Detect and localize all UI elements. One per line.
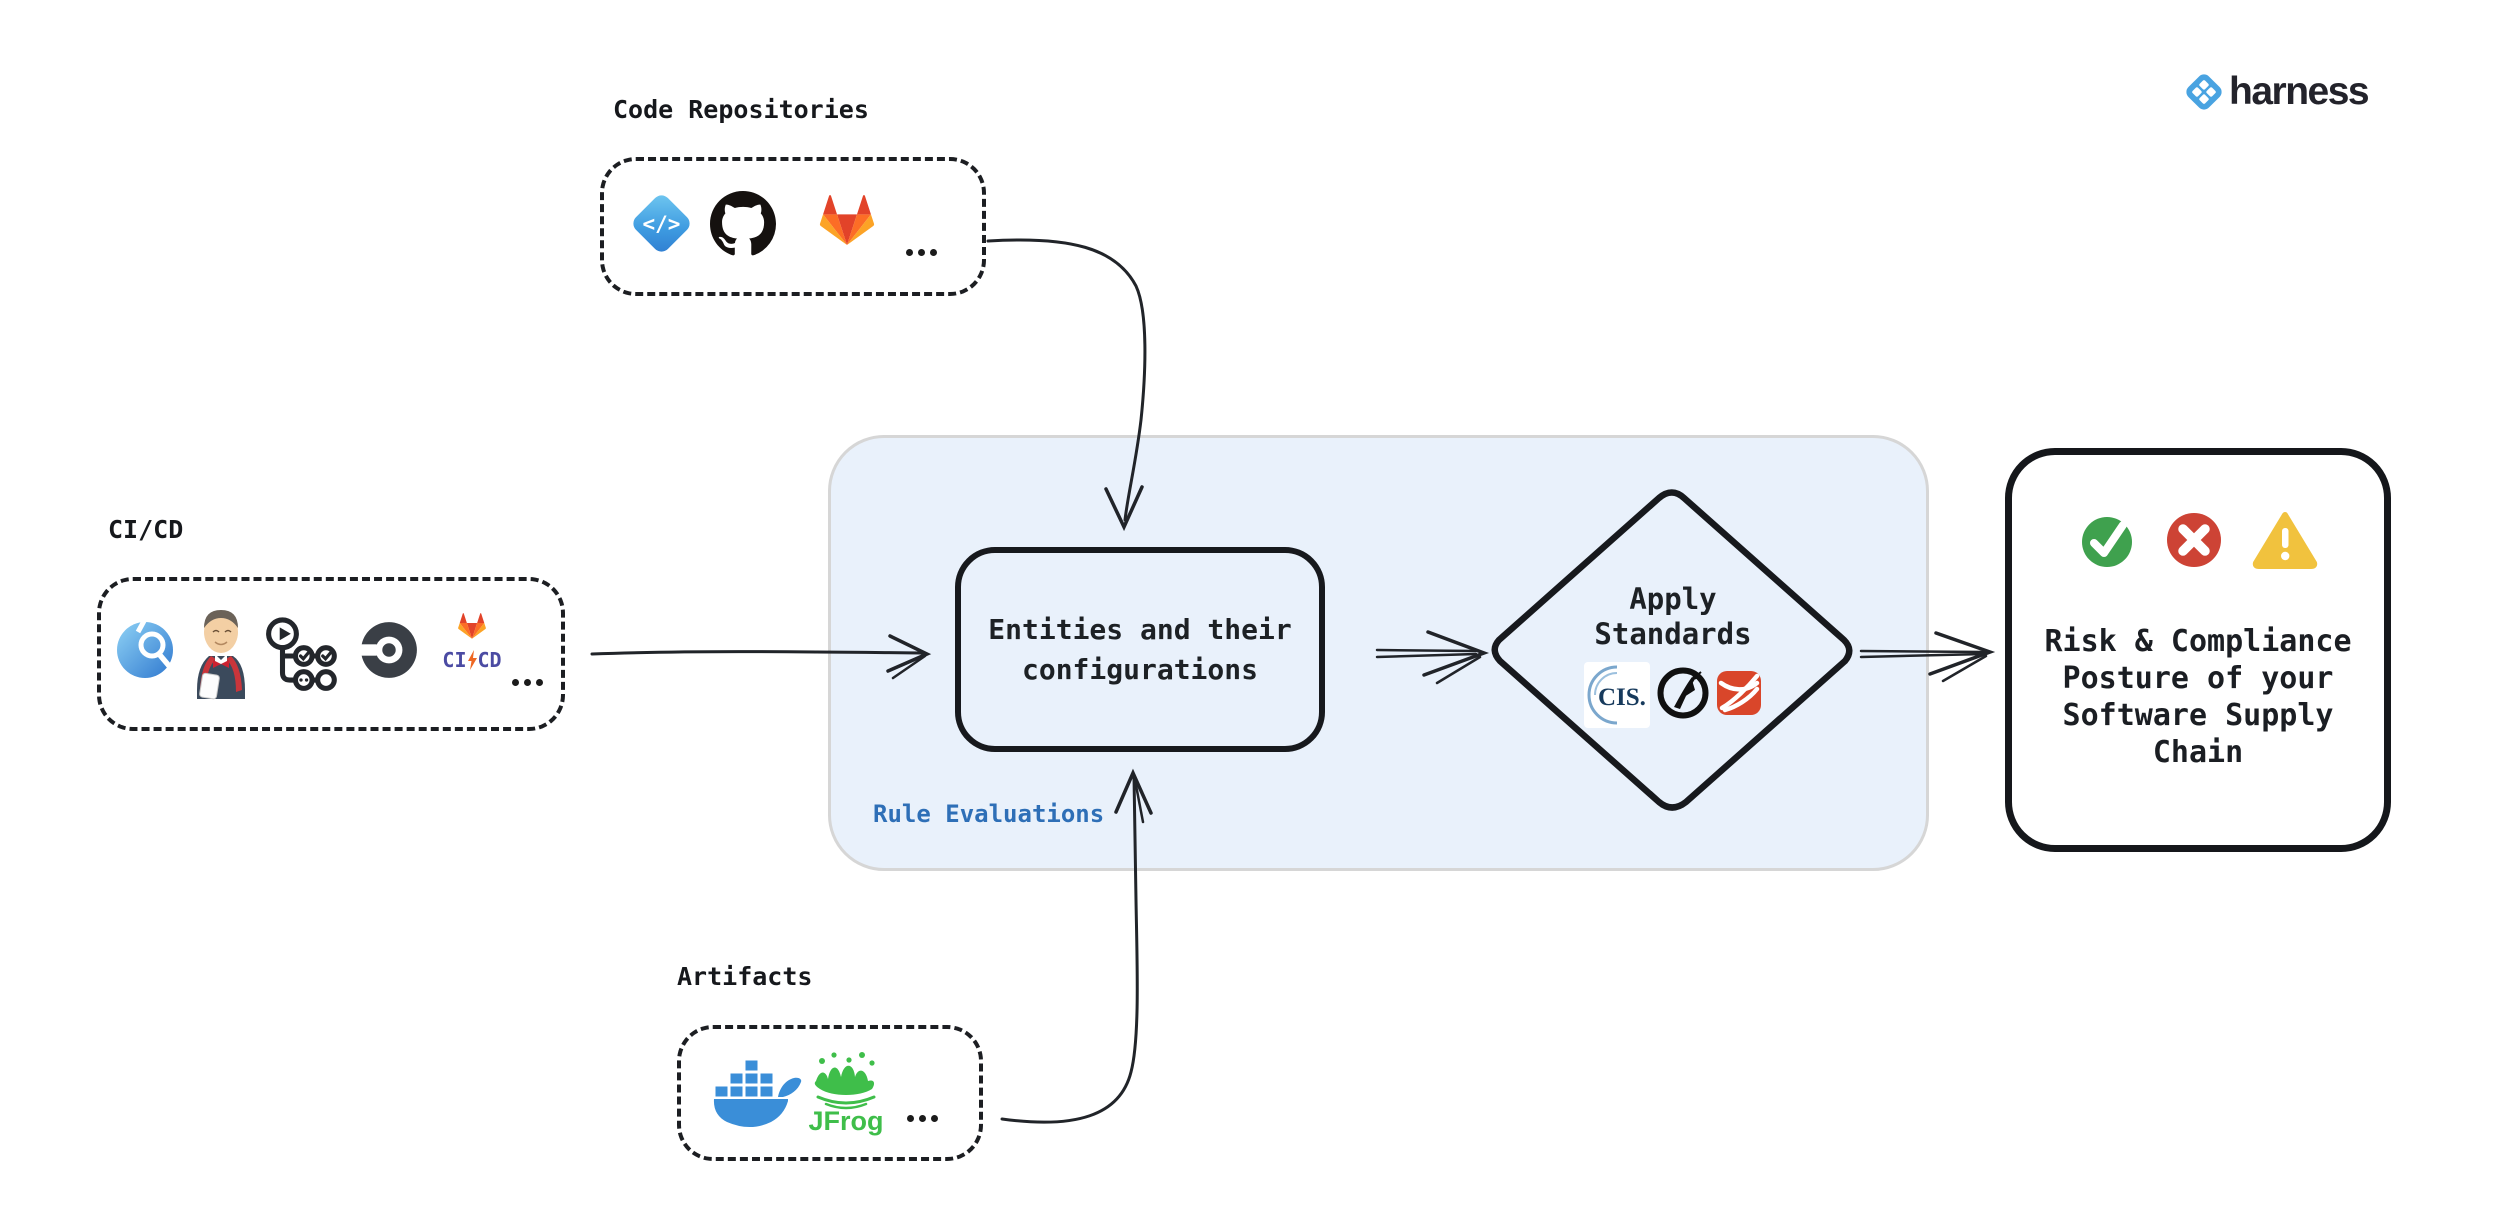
harness-logo-icon — [2186, 74, 2222, 110]
entities-box: Entities and their configurations — [955, 547, 1325, 752]
jenkins-icon — [189, 602, 253, 706]
code-repositories-box: </> — [600, 157, 986, 296]
more-ellipsis — [907, 1115, 938, 1122]
more-ellipsis — [512, 679, 543, 686]
warning-icon — [2252, 512, 2318, 569]
circleci-icon — [358, 619, 420, 685]
gitlab-cicd-icon: CI CD — [435, 612, 509, 672]
cicd-label: CI/CD — [108, 515, 184, 544]
gitlab-cicd-text: CI CD — [442, 648, 502, 672]
artifacts-label: Artifacts — [677, 962, 813, 991]
entities-line2: configurations — [1021, 652, 1258, 686]
status-icons-row — [2012, 510, 2384, 570]
harness-code-icon: </> — [629, 191, 693, 255]
fail-x-icon — [2167, 513, 2221, 567]
entities-line1: Entities and their — [988, 612, 1292, 646]
gitlab-mini-icon — [452, 612, 492, 646]
risk-compliance-box: Risk & Compliance Posture of your Softwa… — [2005, 448, 2391, 852]
cicd-box: CI CD — [97, 577, 565, 731]
standards-icons-row: CIS. — [1545, 660, 1801, 730]
jfrog-icon: JFrog — [804, 1051, 888, 1141]
artifacts-box: JFrog — [677, 1025, 983, 1161]
docker-icon — [712, 1057, 802, 1135]
cis-text: CIS. — [1598, 684, 1646, 711]
code-repositories-label: Code Repositories — [613, 95, 869, 124]
harness-logo: harness — [2183, 70, 2370, 114]
github-icon — [710, 191, 776, 261]
harness-wordmark: harness — [2229, 70, 2370, 113]
jfrog-wordmark: JFrog — [808, 1106, 883, 1136]
red-standard-icon — [1716, 670, 1762, 720]
risk-compliance-text: Risk & Compliance Posture of your Softwa… — [2044, 624, 2352, 770]
more-ellipsis — [906, 249, 937, 256]
rule-evaluations-label: Rule Evaluations — [873, 800, 1105, 828]
github-actions-icon — [264, 612, 338, 704]
owasp-icon — [1656, 666, 1710, 724]
gitlab-icon — [808, 193, 886, 263]
apply-standards-label: Apply Standards — [1594, 582, 1752, 651]
lightning-bolt-icon — [467, 650, 477, 670]
harness-ci-icon — [115, 619, 175, 684]
cis-icon: CIS. — [1584, 662, 1650, 728]
pass-check-icon — [2082, 517, 2132, 567]
